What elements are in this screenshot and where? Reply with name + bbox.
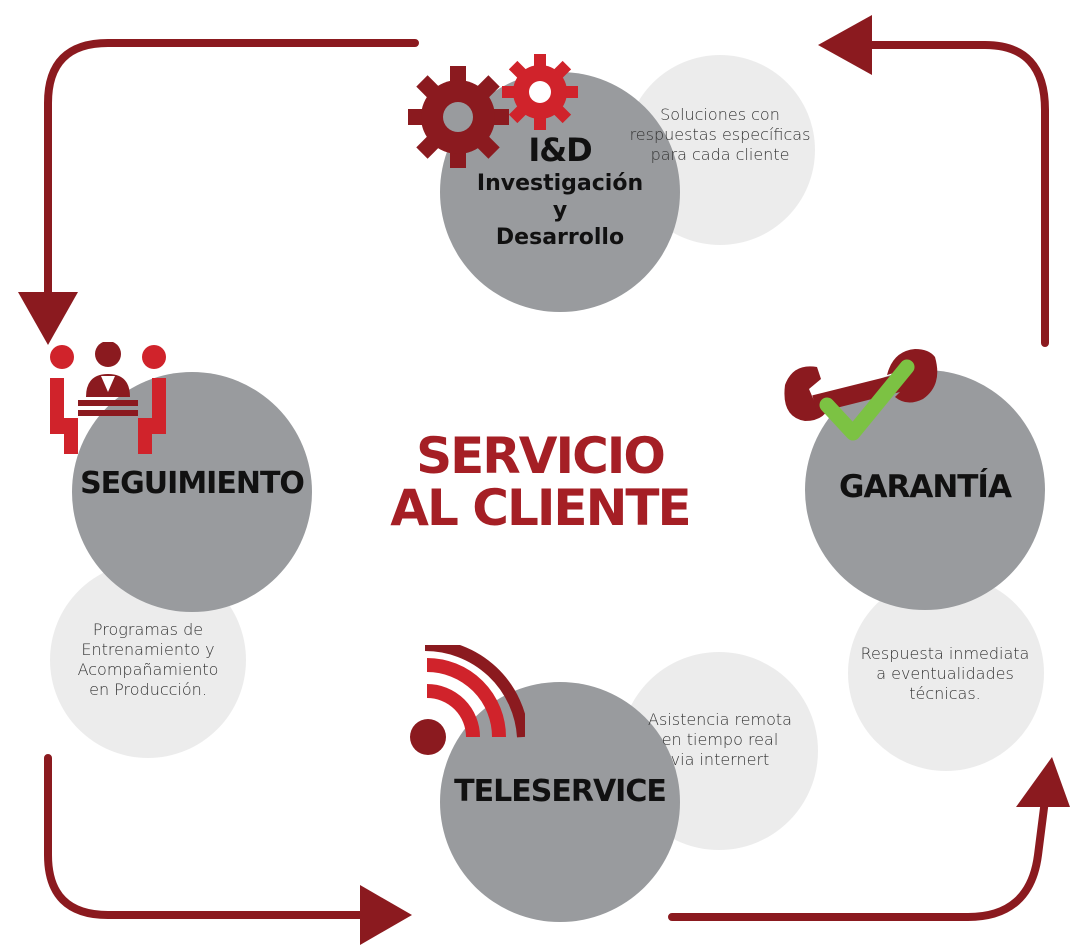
center-title-line1: SERVICIO: [416, 427, 666, 485]
garantia-title: GARANTÍA: [839, 469, 1012, 505]
teleservice-title: TELESERVICE: [454, 774, 667, 809]
id-description: Soluciones con respuestas específicas pa…: [629, 105, 811, 164]
wifi-signal-icon: [410, 645, 525, 755]
gears-icon: [408, 54, 578, 168]
teleservice-description: Asistencia remota en tiempo real via int…: [648, 710, 792, 769]
teleservice-circle: [440, 682, 680, 922]
arrowhead-right: [360, 885, 412, 945]
garantia-description: Respuesta inmediata a eventualidades téc…: [860, 644, 1030, 703]
arrowhead-up: [1016, 757, 1070, 807]
arrow-top-right: [868, 41, 1049, 347]
arrow-bottom-right: [668, 796, 1049, 921]
center-title: SERVICIO AL CLIENTE: [385, 430, 695, 534]
garantia-circle: [805, 370, 1045, 610]
id-title: I&D: [528, 131, 592, 169]
meeting-people-icon: [50, 342, 166, 454]
arrow-bottom-left: [44, 754, 369, 919]
seguimiento-title: SEGUIMIENTO: [80, 466, 305, 501]
arrow-top-left: [44, 39, 419, 300]
id-subtitle: Investigación y Desarrollo: [476, 171, 644, 250]
arrowhead-left: [818, 15, 872, 75]
wrench-check-icon: [784, 349, 938, 441]
seguimiento-description: Programas de Entrenamiento y Acompañamie…: [77, 620, 219, 699]
center-title-line2: AL CLIENTE: [390, 479, 691, 537]
arrowhead-down: [18, 292, 78, 345]
